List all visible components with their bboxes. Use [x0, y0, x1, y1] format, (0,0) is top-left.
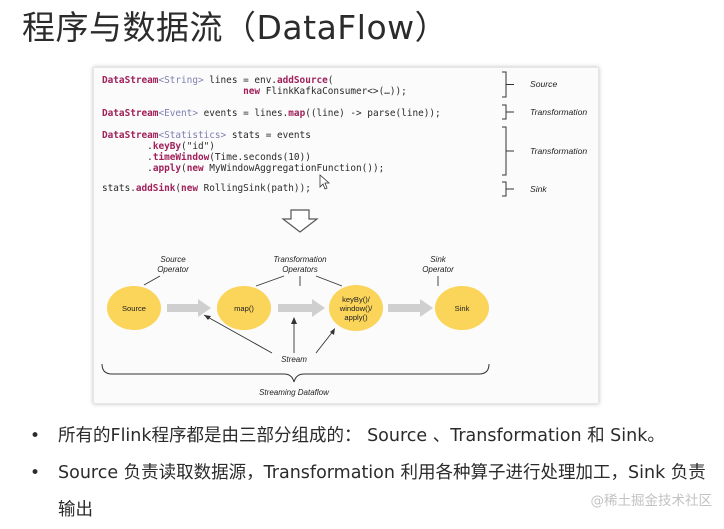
code-token: ((line) -> parse(line));: [305, 108, 440, 119]
bracket-transformation-2: [502, 126, 514, 176]
stream-pointers: [203, 314, 335, 354]
node-keyby-window-apply: [329, 285, 383, 331]
code-token: (: [175, 183, 181, 194]
code-token: DataStream: [102, 130, 159, 141]
tag-source: Source: [530, 79, 557, 89]
code-brackets: [502, 71, 514, 197]
code-token: events = lines.: [198, 108, 288, 119]
label-sink-operator-l2: Operator: [422, 265, 454, 274]
code-token: MyWindowAggregationFunction());: [204, 163, 385, 174]
code-token: .: [102, 152, 153, 163]
label-stream: Stream: [281, 355, 307, 364]
label-source-operator-l2: Operator: [157, 265, 189, 274]
dataflow-brace: [101, 363, 490, 383]
code-token: stats.: [102, 183, 136, 194]
label-streaming-dataflow: Streaming Dataflow: [259, 388, 330, 397]
code-token: FlinkKafkaConsumer<>(…));: [260, 86, 407, 97]
tag-sink: Sink: [530, 184, 547, 194]
code-token: addSource: [277, 75, 328, 86]
node-sink-label: Sink: [455, 304, 470, 313]
bullet-list: • 所有的Flink程序都是由三部分组成的： Source 、Transform…: [26, 418, 716, 529]
stream-arrowheads: [204, 315, 335, 335]
arrow-source-to-map: [167, 299, 211, 317]
node-keyby-label-l1: keyBy()/: [342, 295, 371, 304]
code-token: <Statistics>: [158, 130, 226, 141]
bullet-text: 所有的Flink程序都是由三部分组成的： Source 、Transformat…: [58, 426, 665, 446]
code-line: .keyBy("id"): [102, 141, 215, 152]
code-token: ("id"): [181, 141, 215, 152]
arrow-keyby-to-sink: [388, 299, 433, 317]
label-source-operator-l1: Source: [160, 255, 186, 264]
bullet-text: Source 负责读取数据源，Transformation 利用各种算子进行处理…: [58, 463, 706, 520]
code-token: new: [187, 163, 204, 174]
code-line: DataStream<String> lines = env.addSource…: [102, 75, 333, 86]
node-keyby-label-l3: apply(): [344, 313, 368, 322]
code-token: map: [288, 108, 305, 119]
node-map: [217, 286, 271, 330]
code-token: <String>: [158, 75, 204, 86]
label-pointers: [143, 275, 439, 287]
code-line: .timeWindow(Time.seconds(10)): [102, 152, 311, 163]
code-block: DataStream<String> lines = env.addSource…: [102, 75, 441, 194]
code-token: lines = env.: [204, 75, 277, 86]
code-token: [102, 86, 243, 97]
code-token: addSink: [136, 183, 176, 194]
tag-transformation-2: Transformation: [530, 146, 587, 156]
bullet-item: • Source 负责读取数据源，Transformation 利用各种算子进行…: [26, 455, 716, 529]
code-line: new FlinkKafkaConsumer<>(…));: [102, 86, 407, 97]
code-line: stats.addSink(new RollingSink(path));: [102, 183, 311, 194]
code-token: keyBy: [153, 141, 182, 152]
code-line: .apply(new MyWindowAggregationFunction()…: [102, 163, 384, 174]
code-token: (: [181, 163, 187, 174]
mouse-cursor-icon: [319, 174, 331, 190]
tag-transformation-1: Transformation: [530, 107, 587, 117]
bullet-item: • 所有的Flink程序都是由三部分组成的： Source 、Transform…: [26, 418, 716, 455]
node-map-label: map(): [234, 304, 254, 313]
bracket-sink: [502, 181, 514, 197]
bullet-dot-icon: •: [30, 463, 41, 483]
node-source-label: Source: [122, 304, 146, 313]
label-transformation-operators-l1: Transformation: [273, 255, 327, 264]
arrow-map-to-keyby: [278, 299, 325, 317]
bracket-source: [502, 71, 514, 98]
code-token: .: [102, 141, 153, 152]
node-source: [107, 286, 161, 330]
dataflow-diagram: DataStream<String> lines = env.addSource…: [101, 71, 587, 397]
code-line: DataStream<Event> events = lines.map((li…: [102, 108, 441, 119]
down-arrow-icon: [281, 209, 319, 233]
watermark: @稀土掘金技术社区: [590, 493, 713, 509]
slide-title: 程序与数据流（DataFlow）: [22, 8, 449, 47]
code-token: RollingSink(path));: [198, 183, 311, 194]
code-token: new: [181, 183, 198, 194]
node-sink: [435, 286, 489, 330]
dataflow-figure: DataStream<String> lines = env.addSource…: [93, 67, 599, 404]
label-sink-operator-l1: Sink: [430, 255, 447, 264]
code-token: apply: [153, 163, 182, 174]
code-token: new: [243, 86, 260, 97]
code-token: DataStream: [102, 108, 159, 119]
code-line: DataStream<Statistics> stats = events: [102, 130, 311, 141]
code-token: (Time.seconds(10)): [209, 152, 311, 163]
node-keyby-label-l2: window()/: [339, 304, 373, 313]
code-token: .: [102, 163, 153, 174]
bracket-transformation-1: [502, 104, 514, 120]
label-transformation-operators-l2: Operators: [282, 265, 318, 274]
code-token: timeWindow: [153, 152, 210, 163]
code-token: <Event>: [158, 108, 198, 119]
flow-arrows: [167, 299, 433, 317]
code-token: (: [328, 75, 334, 86]
bullet-dot-icon: •: [30, 426, 41, 446]
code-token: DataStream: [102, 75, 159, 86]
code-token: stats = events: [226, 130, 311, 141]
